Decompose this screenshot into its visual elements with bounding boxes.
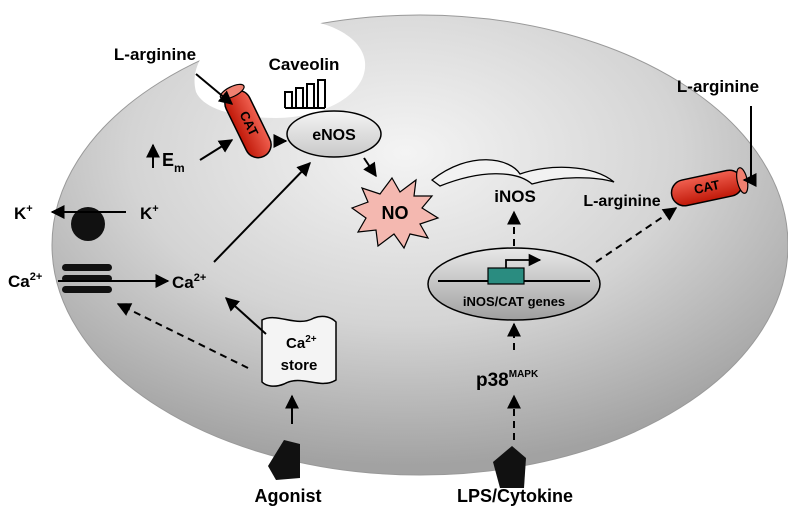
arrow-store-to-channel xyxy=(116,303,249,369)
arrows xyxy=(50,73,757,440)
label-cat-right: CAT xyxy=(693,177,721,197)
gene-block xyxy=(487,267,525,285)
label-store-line2: store xyxy=(281,357,318,374)
label-store-line1: Ca2+ xyxy=(286,334,317,352)
label-ca-in: Ca2+ xyxy=(172,272,206,292)
label-k-out: K+ xyxy=(14,203,33,223)
label-em: Em xyxy=(162,150,185,175)
arrow-larg-right-to-cat xyxy=(742,106,757,187)
label-l-arginine-top: L-arginine xyxy=(114,45,196,64)
k-channel xyxy=(71,207,105,241)
label-p38: p38MAPK xyxy=(476,369,539,391)
label-inos: iNOS xyxy=(494,187,536,206)
label-k-in: K+ xyxy=(140,203,159,223)
label-agonist: Agonist xyxy=(255,486,322,506)
agonist-receptor xyxy=(268,440,300,480)
label-no: NO xyxy=(382,203,409,223)
cat-transporter-right xyxy=(670,167,749,207)
arrow-em-to-cat xyxy=(199,139,234,161)
label-l-arginine-mid: L-arginine xyxy=(583,193,660,210)
ca-store-scroll xyxy=(261,315,337,387)
arrow-larg-to-cat xyxy=(195,73,234,105)
label-genes: iNOS/CAT genes xyxy=(463,294,565,309)
arrow-genes-to-cat xyxy=(595,207,678,263)
label-lps: LPS/Cytokine xyxy=(457,486,573,506)
label-em-sub: m xyxy=(174,161,185,175)
label-l-arginine-right: L-arginine xyxy=(677,77,759,96)
no-burst xyxy=(350,176,440,250)
arrow-enos-to-no xyxy=(363,157,377,178)
arrow-ca-to-enos xyxy=(213,161,311,263)
caveolin-structure xyxy=(284,79,326,109)
label-em-main: E xyxy=(162,150,174,170)
ca-channel xyxy=(62,264,112,293)
inos-ribbon xyxy=(430,159,615,187)
label-enos: eNOS xyxy=(312,127,356,144)
label-caveolin: Caveolin xyxy=(269,55,340,74)
arrow-store-to-ca xyxy=(224,297,267,335)
label-ca-out: Ca2+ xyxy=(8,271,42,291)
lps-receptor xyxy=(493,446,526,488)
gene-promoter-arrow xyxy=(505,253,542,268)
